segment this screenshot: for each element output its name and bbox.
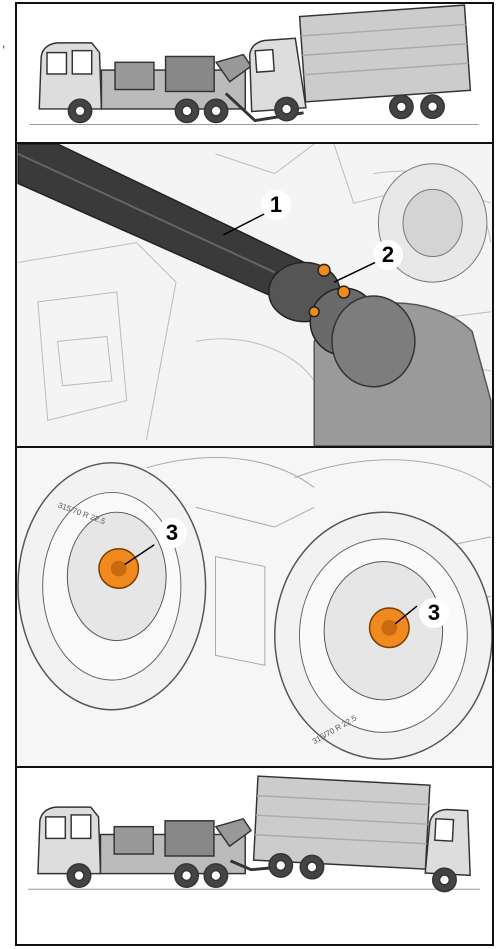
margin-mark: , <box>2 36 6 50</box>
left-wheel: 315/70 R 22.5 <box>17 462 207 711</box>
tow-rear-lift-illustration <box>28 775 480 893</box>
box-truck-icon <box>252 775 471 893</box>
flange <box>331 295 416 388</box>
box-truck-icon <box>248 4 472 122</box>
panel-driveshaft: 1 2 <box>15 142 494 448</box>
callout-driveshaft: 1 <box>261 190 291 220</box>
callout-flange: 2 <box>373 240 403 270</box>
right-wheel: 315/70 R 22.5 <box>274 511 492 760</box>
driveshaft-illustration <box>17 144 492 446</box>
panel-tow-front-lift <box>15 2 494 144</box>
wheel-hubs-illustration: 315/70 R 22.5 315/70 R 22.5 <box>17 456 492 760</box>
tow-truck-icon <box>37 806 273 889</box>
tow-truck-icon <box>38 42 304 124</box>
panel-wheel-hubs: 315/70 R 22.5 315/70 R 22.5 3 3 <box>15 446 494 768</box>
callout-hub-right: 3 <box>419 598 449 628</box>
callout-hub-left: 3 <box>157 518 187 548</box>
panel-tow-rear-lift <box>15 766 494 946</box>
tow-front-lift-illustration <box>29 4 479 125</box>
